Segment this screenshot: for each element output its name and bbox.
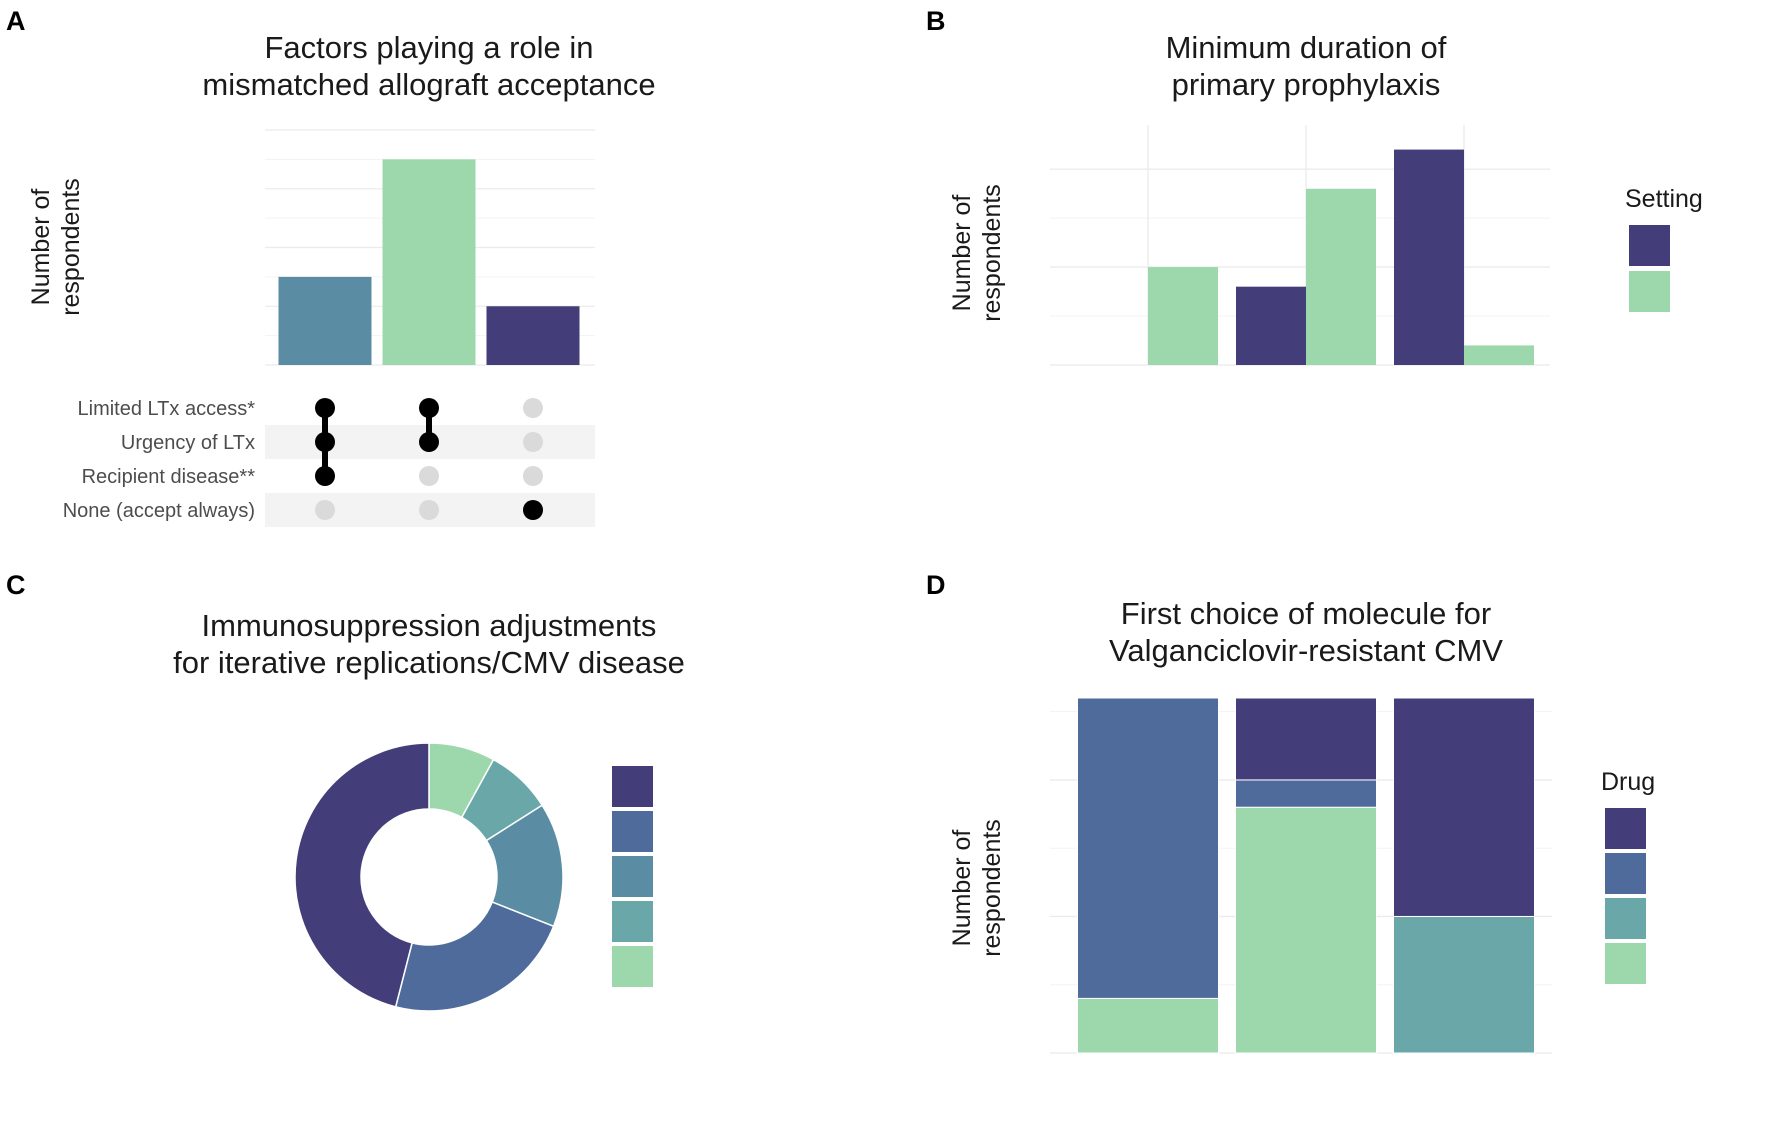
set-label-limited-ltx-access: Limited LTx access*: [78, 398, 256, 420]
panel-b-title-line-2: primary prophylaxis: [1172, 67, 1441, 102]
panel-d-legend-swatch: [1605, 943, 1646, 984]
panel-d-legend-swatch: [1605, 898, 1646, 939]
set-label-recipient-disease: Recipient disease**: [82, 466, 256, 488]
panel-b-legend-swatch: [1629, 271, 1670, 312]
panel-b-ylabel-line-1: Number of: [948, 195, 976, 312]
panel-b-title-line-1: Minimum duration of: [1166, 30, 1447, 65]
panel-b-letter: B: [926, 6, 946, 36]
panel-a-matrix-dot-empty: [419, 466, 439, 486]
panel-d: D First choice of molecule for Valgancic…: [926, 570, 1655, 1054]
set-label-urgency-of-ltx: Urgency of LTx: [121, 432, 255, 454]
panel-b-bar: [1394, 149, 1464, 365]
panel-a-matrix-dot-filled: [523, 500, 543, 520]
panel-a-matrix-dot-filled: [315, 398, 335, 418]
panel-c-legend-swatch: [612, 856, 653, 897]
panel-d-title-line-2: Valganciclovir-resistant CMV: [1109, 633, 1503, 668]
panel-a-letter: A: [6, 6, 26, 36]
panel-d-bar-segment: [1235, 806, 1377, 1054]
panel-a-matrix-dot-empty: [315, 500, 335, 520]
panel-a-matrix-dot-filled: [419, 398, 439, 418]
panel-d-legend-swatch: [1605, 808, 1646, 849]
panel-a-matrix-dot-empty: [523, 398, 543, 418]
panel-a-title-line-2: mismatched allograft acceptance: [202, 67, 655, 102]
panel-b: B Minimum duration of primary prophylaxi…: [926, 6, 1703, 366]
panel-b-bar: [1236, 286, 1306, 365]
panel-c-legend-swatch: [612, 811, 653, 852]
panel-c-donut-slice: [394, 901, 555, 1012]
panel-b-ylabel-line-2: respondents: [978, 184, 1006, 322]
panel-c-legend: [612, 766, 653, 987]
panel-d-legend-title: Drug: [1601, 768, 1655, 796]
panel-d-plot: [1050, 697, 1552, 1054]
panel-b-bar: [1464, 345, 1534, 365]
panel-c-title-line-2: for iterative replications/CMV disease: [173, 645, 685, 680]
panel-d-bar-segment: [1393, 697, 1535, 917]
panel-a-set-labels: Limited LTx access* Urgency of LTx Recip…: [63, 398, 256, 522]
panel-a-ylabel-line-2: respondents: [57, 178, 85, 316]
panel-d-bar-segment: [1235, 697, 1377, 781]
panel-d-letter: D: [926, 570, 946, 600]
panel-d-legend-swatch: [1605, 853, 1646, 894]
panel-d-ylabel-line-1: Number of: [948, 830, 976, 947]
panel-a-intersection-matrix: [315, 398, 543, 520]
panel-d-bar-segment: [1077, 697, 1219, 999]
panel-c: C Immunosuppression adjustments for iter…: [6, 570, 685, 1012]
panel-b-legend-title: Setting: [1625, 185, 1703, 213]
panel-d-legend: [1605, 808, 1646, 984]
panel-a-matrix-dot-empty: [523, 432, 543, 452]
panel-a-matrix-dot-filled: [315, 432, 335, 452]
panel-c-legend-swatch: [612, 946, 653, 987]
panel-c-letter: C: [6, 570, 26, 600]
panel-b-plot: [1050, 125, 1550, 366]
panel-a-matrix-dot-filled: [419, 432, 439, 452]
panel-c-donut-slice: [294, 742, 430, 1008]
panel-a-bars: [278, 159, 580, 365]
panel-c-legend-swatch: [612, 766, 653, 807]
panel-d-bar-segment: [1077, 997, 1219, 1054]
panel-b-legend: [1629, 225, 1670, 312]
panel-a-matrix-dot-filled: [315, 466, 335, 486]
panel-a-bar: [382, 159, 476, 365]
panel-b-bar: [1148, 267, 1218, 365]
panel-d-ylabel-line-2: respondents: [978, 819, 1006, 957]
panel-c-donut: [294, 742, 564, 1012]
panel-b-bar: [1306, 188, 1376, 365]
set-label-none-accept-always: None (accept always): [63, 500, 255, 522]
panel-a-title-line-1: Factors playing a role in: [264, 30, 593, 65]
panel-a-bar: [486, 306, 580, 365]
panel-d-title-line-1: First choice of molecule for: [1121, 596, 1491, 631]
panel-a-ylabel-line-1: Number of: [27, 189, 55, 306]
panel-c-legend-swatch: [612, 901, 653, 942]
panel-b-legend-swatch: [1629, 225, 1670, 266]
panel-a-bar: [278, 276, 372, 365]
panel-a: A Factors playing a role in mismatched a…: [6, 6, 656, 527]
panel-a-matrix-dot-empty: [523, 466, 543, 486]
panel-d-bar-segment: [1235, 779, 1377, 808]
panel-c-title-line-1: Immunosuppression adjustments: [202, 608, 657, 643]
panel-d-bar-segment: [1393, 915, 1535, 1054]
panel-a-matrix-dot-empty: [419, 500, 439, 520]
